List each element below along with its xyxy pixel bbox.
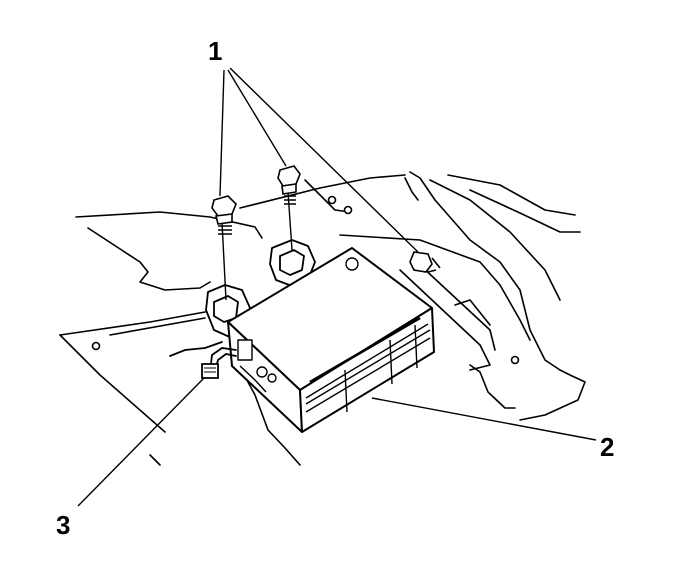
floor-panel: [60, 172, 585, 465]
callout-label-3: 3: [56, 510, 71, 540]
electrical-connector: [202, 364, 218, 378]
module-box: [228, 248, 434, 432]
bolt-right: [278, 166, 300, 250]
callout-label-1: 1: [208, 36, 223, 66]
bolt-left: [212, 196, 236, 300]
leader-lines: [78, 68, 596, 506]
mounting-bracket-right: [270, 240, 315, 286]
callout-label-2: 2: [600, 432, 615, 462]
nut-rear: [410, 252, 440, 272]
